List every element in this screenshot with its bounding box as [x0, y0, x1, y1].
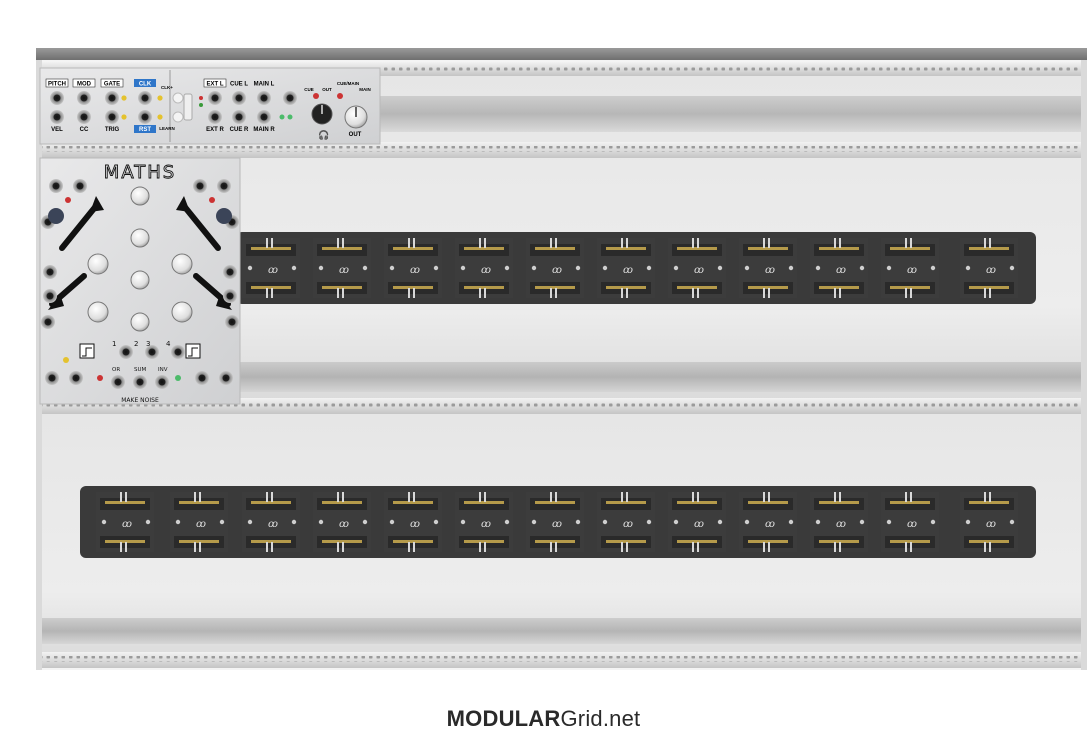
label-main-small: MAIN [359, 87, 371, 92]
toggle-switch[interactable] [183, 93, 193, 121]
label-clk-plus: CLK+ [161, 85, 173, 90]
label-ext-r: EXT R [206, 127, 224, 133]
label-mod: MOD [77, 82, 92, 88]
cycle-1-button[interactable] [48, 208, 64, 224]
bus-label-sum: SUM [134, 367, 147, 373]
label-gate: GATE [104, 82, 120, 88]
label-out-small: OUT [322, 87, 332, 92]
brand-thin: Grid.net [560, 706, 641, 731]
bus-label-or: OR [112, 367, 120, 373]
maths-module[interactable]: MATHS [39, 157, 241, 405]
label-out: OUT [349, 132, 362, 138]
footer-brand: MODULARGrid.net [0, 706, 1087, 732]
label-cue-main: CUE/MAIN [337, 81, 359, 86]
label-cc: CC [80, 127, 89, 133]
label-clk: CLK [139, 82, 152, 88]
ch-number-3: 3 [146, 340, 150, 348]
interface-jacks[interactable] [50, 91, 297, 124]
label-rst: RST [139, 127, 151, 133]
label-cue-r: CUE R [230, 127, 249, 133]
label-main-l: MAIN L [254, 82, 275, 88]
headphone-icon: 🎧 [318, 129, 329, 141]
maker-logo: MAKE NOISE [121, 397, 159, 404]
maths-knobs[interactable] [87, 186, 193, 332]
maths-jacks[interactable] [41, 179, 239, 389]
label-cue-small: CUE [304, 87, 314, 92]
label-vel: VEL [51, 127, 63, 133]
bus-label-inv: INV [158, 367, 168, 373]
label-pitch: PITCH [48, 82, 66, 88]
brand-bold: MODULAR [446, 706, 561, 731]
maths-logo: MATHS [104, 162, 176, 183]
cycle-4-button[interactable] [216, 208, 232, 224]
ch-number-4: 4 [166, 340, 171, 348]
clk-button[interactable] [172, 92, 184, 104]
interface-module[interactable]: PITCH MOD GATE CLK VEL CC TRIG RST EXT L… [39, 67, 381, 145]
label-cue-l: CUE L [230, 82, 248, 88]
bus-board-row-1 [236, 232, 1036, 304]
bus-board-row-2 [80, 486, 1036, 558]
ch-number-1: 1 [112, 340, 116, 348]
label-learn: LEARN [159, 126, 175, 131]
label-main-r: MAIN R [253, 127, 275, 133]
label-trig: TRIG [105, 127, 120, 133]
label-ext-l: EXT L [206, 82, 223, 88]
ch-number-2: 2 [134, 340, 138, 348]
learn-button[interactable] [172, 111, 184, 123]
